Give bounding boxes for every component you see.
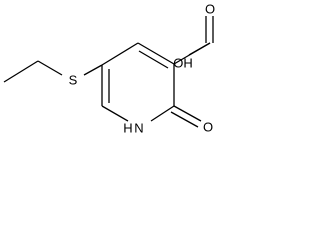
atom-labels: S OH O O N H	[69, 2, 215, 136]
molecule-drawing: S OH O O N H	[3, 2, 215, 136]
bond-c4-c3-inner	[138, 50, 169, 69]
bond-c4-c3	[137, 42, 175, 65]
atom-acid-oxygen: O	[205, 2, 215, 17]
bond-n1-c6	[101, 105, 129, 122]
bond-c2-o-second	[170, 111, 199, 128]
structure-diagram: S OH O O N H	[3, 2, 215, 136]
atom-nitrogen-hydrogen: H	[123, 121, 132, 136]
atom-carbonyl-oxygen: O	[203, 120, 213, 135]
bond-c5-c4	[101, 42, 139, 66]
bond-cooh-oh	[188, 42, 211, 56]
atom-hydroxyl: OH	[173, 56, 193, 71]
atom-sulfur: S	[69, 73, 78, 88]
bond-ch3-ch2	[3, 60, 39, 83]
bond-c2-o	[173, 105, 202, 122]
bond-c2-n1	[150, 105, 175, 122]
bond-ch2-s	[37, 60, 63, 76]
bonds	[3, 16, 214, 128]
atom-nitrogen: N	[134, 121, 143, 136]
bond-s-c5	[83, 64, 103, 76]
